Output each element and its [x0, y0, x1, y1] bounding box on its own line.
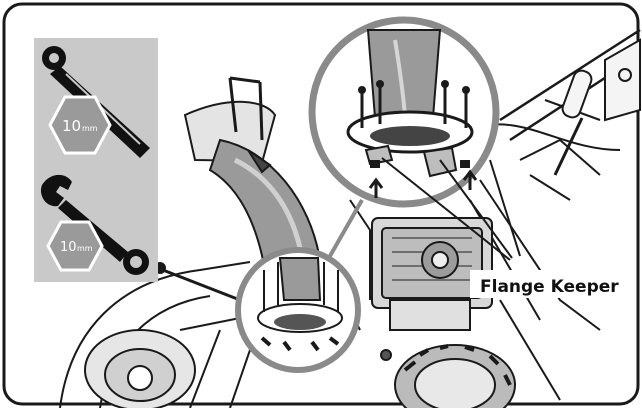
ratchet-size-unit: mm	[82, 124, 98, 133]
tool-panel: 10 mm 10 mm	[34, 38, 158, 282]
zoom-leader-line	[328, 199, 364, 257]
socket-size-hexagon	[48, 95, 112, 155]
snow-blower-body	[59, 28, 641, 408]
callout-leader-lines	[381, 157, 521, 261]
wrench-size-hexagon	[46, 220, 104, 272]
flange-keeper-label: Flange Keeper	[480, 277, 619, 297]
upper-zoom-circle	[308, 16, 500, 208]
lower-zoom-circle	[235, 247, 361, 373]
wrench-size-unit: mm	[77, 244, 93, 253]
callout-background	[470, 270, 632, 298]
ratchet-size-value: 10	[62, 117, 81, 135]
wrench-size-value: 10	[60, 240, 77, 255]
